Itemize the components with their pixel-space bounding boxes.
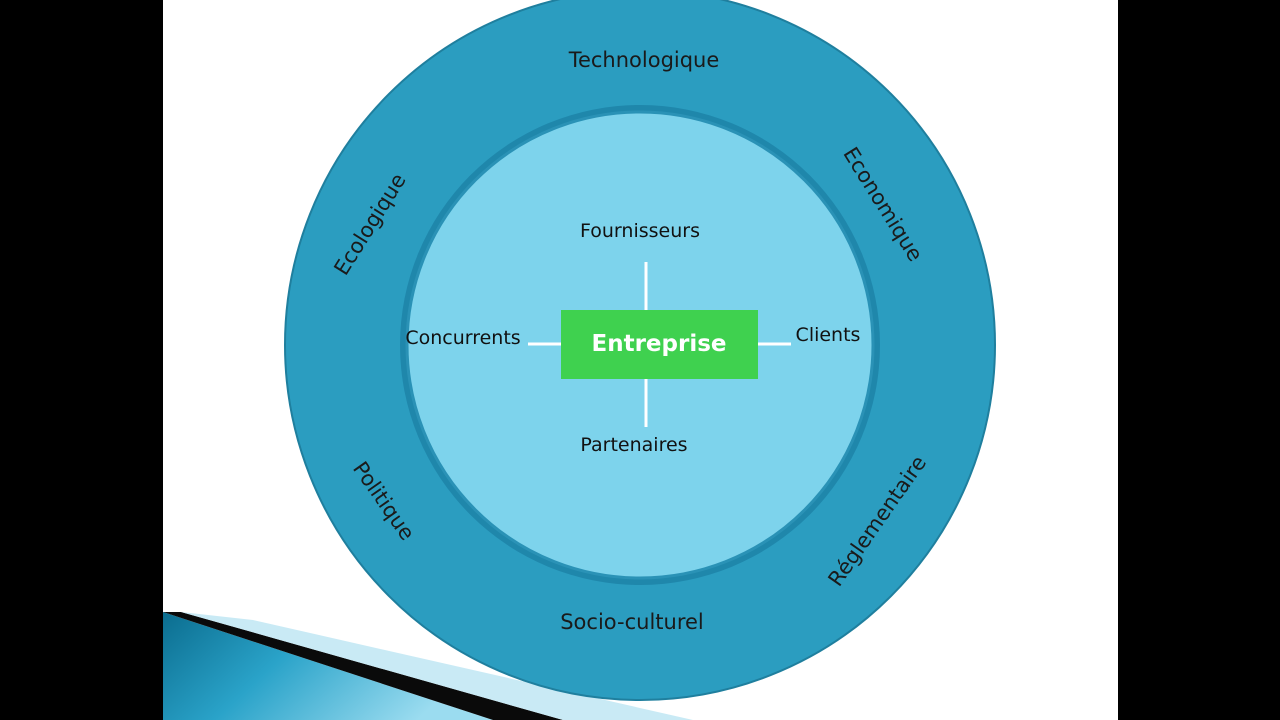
label-fournisseurs: Fournisseurs — [580, 220, 700, 242]
label-partenaires: Partenaires — [580, 434, 687, 456]
label-technologique: Technologique — [568, 48, 720, 72]
label-socio-culturel: Socio-culturel — [560, 610, 704, 634]
center-label: Entreprise — [591, 331, 726, 357]
slide: Entreprise Fournisseurs Concurrents Clie… — [163, 0, 1118, 720]
label-concurrents: Concurrents — [405, 327, 520, 349]
center-box — [561, 310, 758, 379]
pestel-diagram: Entreprise Fournisseurs Concurrents Clie… — [163, 0, 996, 720]
connector-lines — [528, 262, 791, 427]
label-clients: Clients — [796, 324, 861, 346]
